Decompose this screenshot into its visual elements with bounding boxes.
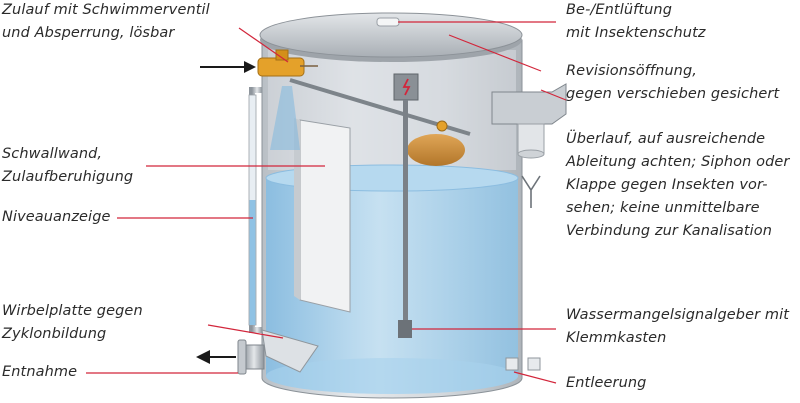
drain-valve (505, 357, 519, 371)
label-overflow-line-3: Klappe gegen Insekten vor- (566, 177, 768, 193)
sensor-probe (398, 320, 412, 338)
label-inspection-line-2: gegen verschieben gesichert (566, 86, 780, 102)
label-baffle-line-1: Schwallwand, (2, 146, 103, 162)
overflow-box (491, 83, 567, 125)
leader-inlet (238, 27, 289, 63)
label-vortex-plate: Wirbelplatte gegen Zyklonbildung (2, 300, 143, 346)
label-ventilation: Be-/Entlüftung mit Insektenschutz (566, 0, 706, 45)
leader-drain (513, 371, 557, 384)
label-drain-line-1: Entleerung (566, 375, 647, 391)
label-inlet-line-2: und Absperrung, lösbar (2, 25, 175, 41)
label-overflow-line-4: sehen; keine unmittelbare (566, 200, 760, 216)
label-inlet: Zulauf mit Schwimmerventil und Absperrun… (2, 0, 210, 45)
label-level-indicator-line-1: Niveauanzeige (2, 209, 111, 225)
leader-lid (448, 34, 542, 72)
label-outlet: Entnahme (2, 361, 77, 384)
label-overflow-line-2: Ableitung achten; Siphon oder (566, 154, 790, 170)
label-ventilation-line-2: mit Insektenschutz (566, 25, 706, 41)
label-drain: Entleerung (566, 372, 646, 395)
label-sensor-line-2: Klemmkasten (566, 330, 667, 346)
label-ventilation-line-1: Be-/Entlüftung (566, 2, 673, 18)
label-vortex-line-1: Wirbelplatte gegen (2, 303, 143, 319)
label-inlet-line-1: Zulauf mit Schwimmerventil (2, 2, 210, 18)
label-inspection-line-1: Revisionsöffnung, (566, 63, 697, 79)
label-baffle-line-2: Zulaufberuhigung (2, 169, 134, 185)
label-baffle: Schwallwand, Zulaufberuhigung (2, 143, 133, 189)
label-overflow-line-5: Verbindung zur Kanalisation (566, 223, 773, 239)
label-overflow-line-1: Überlauf, auf ausreichende (566, 131, 766, 147)
label-outlet-line-1: Entnahme (2, 364, 78, 380)
label-overflow: Überlauf, auf ausreichende Ableitung ach… (566, 128, 789, 243)
float-ball (407, 134, 465, 166)
leader-overflow (540, 89, 567, 101)
leader-vortex (207, 324, 284, 339)
label-vortex-line-2: Zyklonbildung (2, 326, 107, 342)
tank-lid (259, 12, 523, 58)
label-level-indicator: Niveauanzeige (2, 206, 111, 229)
label-low-water-sensor: Wassermangelsignalgeber mit Klemmkasten (566, 304, 789, 350)
label-inspection-opening: Revisionsöffnung, gegen verschieben gesi… (566, 60, 779, 106)
label-sensor-line-1: Wassermangelsignalgeber mit (566, 307, 790, 323)
vortex-plate (261, 329, 319, 373)
